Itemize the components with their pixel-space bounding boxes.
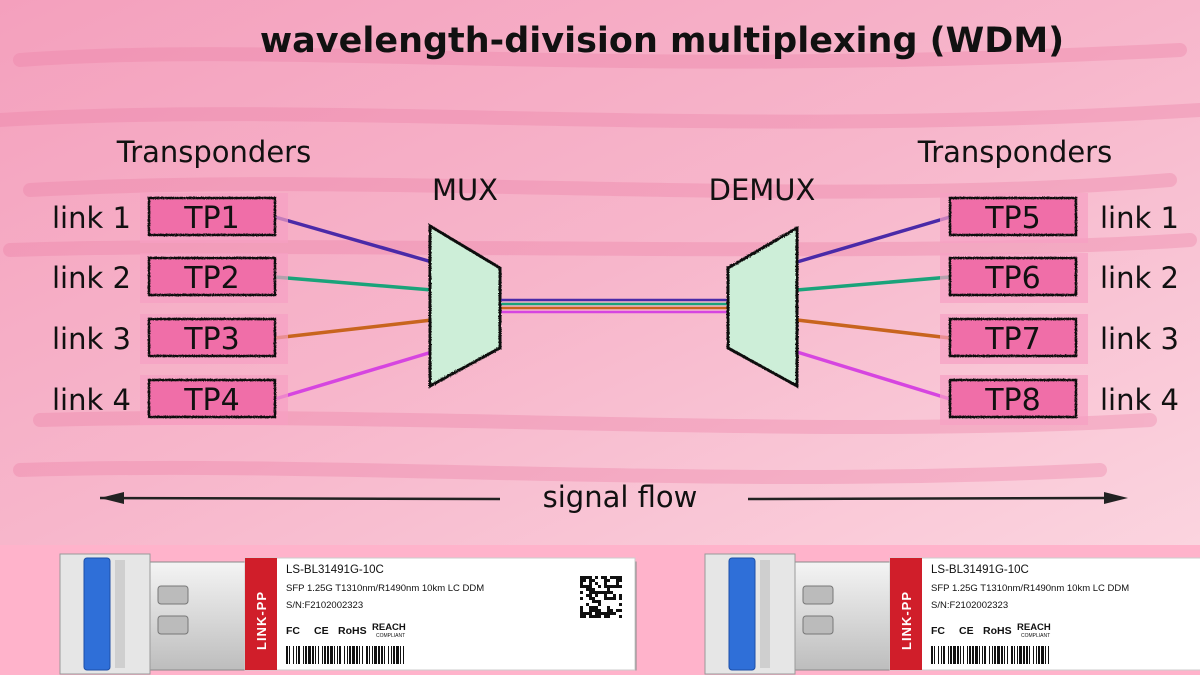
fiber-line bbox=[796, 275, 951, 292]
link-label: link 1 bbox=[52, 201, 131, 235]
sfp-bail bbox=[115, 560, 125, 668]
sfp-spec: SFP 1.25G T1310nm/R1490nm 10km LC DDM bbox=[931, 583, 1129, 594]
sfp-brand-strip bbox=[245, 558, 277, 670]
sfp-module-right: LINK-PP LS-BL31491G-10C SFP 1.25G T1310nm/… bbox=[704, 553, 1200, 675]
sfp-cert-ce: CE bbox=[314, 625, 329, 637]
tp-label: TP5 bbox=[984, 201, 1041, 236]
sfp-serial: S/N:F2102002323 bbox=[286, 600, 363, 611]
trunk-fiber bbox=[500, 298, 728, 314]
sfp-cert-fc: FC bbox=[931, 625, 945, 637]
tp-label: TP4 bbox=[183, 383, 240, 418]
signal-flow-arrow-right bbox=[747, 496, 1105, 501]
sfp-cert-reach-sub: COMPLIANT bbox=[376, 633, 405, 639]
tp-box bbox=[147, 256, 277, 297]
diagram-title: wavelength-division multiplexing (WDM) bbox=[260, 21, 1064, 61]
left-transponders: TP1 link 1 TP2 link 2 TP3 link 3 TP4 link 4 bbox=[52, 193, 288, 425]
sfp-spec: SFP 1.25G T1310nm/R1490nm 10km LC DDM bbox=[286, 583, 484, 594]
tp-label: TP3 bbox=[183, 322, 240, 357]
signal-flow-label: signal flow bbox=[543, 480, 698, 514]
fiber-line bbox=[274, 318, 433, 340]
sfp-cert-reach-sub: COMPLIANT bbox=[1021, 633, 1050, 639]
sfp-barcode bbox=[286, 646, 404, 664]
tp-box bbox=[948, 256, 1078, 297]
tp-label: TP1 bbox=[183, 201, 240, 236]
link-label: link 1 bbox=[1100, 201, 1179, 235]
tp-label: TP7 bbox=[984, 322, 1041, 357]
sfp-module-left: LINK-PP LS-BL31491G-10C SFP 1.25G T1310nm/… bbox=[59, 553, 637, 675]
tp-box bbox=[147, 317, 277, 358]
sfp-barcode bbox=[931, 646, 1049, 664]
sfp-cert-reach: REACH bbox=[372, 622, 406, 633]
tp-label: TP8 bbox=[984, 383, 1041, 418]
signal-flow-arrow-left bbox=[99, 496, 501, 501]
sfp-brand: LINK-PP bbox=[254, 591, 269, 650]
link-label: link 2 bbox=[52, 261, 131, 295]
tp-box bbox=[147, 378, 277, 419]
left-transponders-header: Transponders bbox=[116, 135, 311, 169]
mux-label: MUX bbox=[432, 173, 498, 207]
sfp-model: LS-BL31491G-10C bbox=[286, 564, 384, 576]
demux-block bbox=[726, 225, 799, 389]
demux-label: DEMUX bbox=[709, 173, 816, 207]
sfp-cert-ce: CE bbox=[959, 625, 974, 637]
sfp-port-top bbox=[802, 585, 834, 605]
tp-label: TP2 bbox=[183, 261, 240, 296]
sfp-cert-reach: REACH bbox=[1017, 622, 1051, 633]
sfp-cert-fc: FC bbox=[286, 625, 300, 637]
sfp-serial: S/N:F2102002323 bbox=[931, 600, 1008, 611]
fiber-line bbox=[274, 215, 433, 264]
fiber-lines bbox=[274, 215, 951, 401]
right-transponders-header: Transponders bbox=[917, 135, 1112, 169]
sfp-brand-strip bbox=[890, 558, 922, 670]
link-label: link 2 bbox=[1100, 261, 1179, 295]
sfp-brand: LINK-PP bbox=[899, 591, 914, 650]
signal-flow-arrowhead-right bbox=[1104, 492, 1128, 504]
fiber-line bbox=[796, 215, 951, 264]
right-transponders: TP5 link 1 TP6 link 2 TP7 link 3 TP8 link 4 bbox=[940, 193, 1179, 425]
sfp-bail bbox=[760, 560, 770, 668]
paint-strokes bbox=[0, 43, 1200, 485]
signal-flow-arrowhead-left bbox=[100, 492, 124, 504]
sfp-model: LS-BL31491G-10C bbox=[931, 564, 1029, 576]
tp-label: TP6 bbox=[984, 261, 1041, 296]
link-label: link 4 bbox=[1100, 383, 1179, 417]
link-label: link 3 bbox=[1100, 322, 1179, 356]
tp-box bbox=[147, 196, 277, 237]
fiber-line bbox=[274, 275, 433, 292]
fiber-line bbox=[796, 318, 951, 340]
fiber-line bbox=[274, 350, 433, 401]
sfp-port-bottom bbox=[157, 615, 189, 635]
sfp-port-bottom bbox=[802, 615, 834, 635]
sfp-cert-rohs: RoHS bbox=[338, 625, 367, 637]
mux-block bbox=[428, 223, 502, 389]
fiber-line bbox=[796, 350, 951, 401]
link-label: link 3 bbox=[52, 322, 131, 356]
sfp-port-top bbox=[157, 585, 189, 605]
tp-box bbox=[948, 378, 1078, 419]
sfp-cert-rohs: RoHS bbox=[983, 625, 1012, 637]
sfp-latch bbox=[728, 557, 756, 671]
tp-box bbox=[948, 317, 1078, 358]
sfp-latch bbox=[83, 557, 111, 671]
link-label: link 4 bbox=[52, 383, 131, 417]
tp-box bbox=[948, 196, 1078, 237]
sfp-qr-code bbox=[580, 576, 622, 618]
